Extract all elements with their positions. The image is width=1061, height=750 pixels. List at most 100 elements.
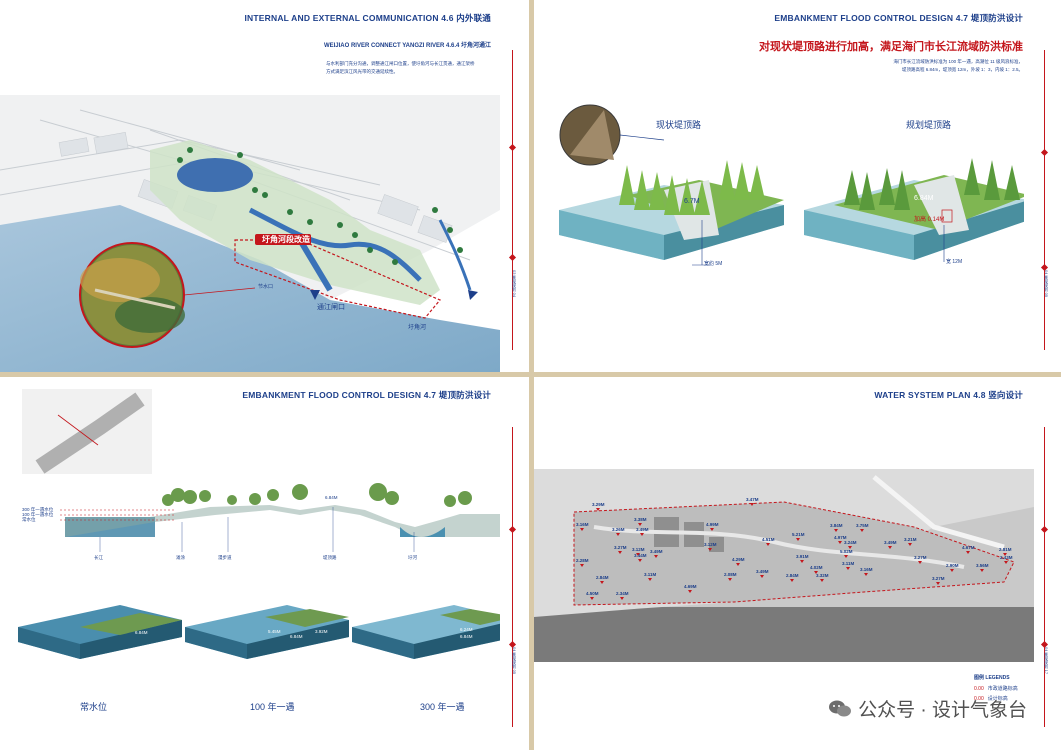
legend-item-municipal: 市政道路标高 [987, 686, 1018, 692]
elevation-label: 4.02M [810, 565, 823, 574]
elevation-label: 3.49M [650, 549, 663, 558]
elevation-label: 3.11M [644, 572, 657, 581]
elevation-label: 3.84M [830, 523, 843, 532]
elevation-label: 2.43M [1000, 555, 1013, 564]
aerial-map [0, 95, 500, 372]
elevation-label: 3.16M [860, 567, 873, 576]
rail-marker [1040, 525, 1049, 534]
scenario-normal-level: 常水位 [80, 702, 108, 712]
flood-section-drawings [18, 389, 500, 659]
elevation-label: 3.75M [856, 523, 869, 532]
dim-existing-width: 宽约 5M [704, 261, 723, 267]
watermark: 公众号 · 设计气象台 [828, 695, 1027, 722]
elevation-label: 3.44M [634, 553, 647, 562]
dim-existing-height: 6.7M [684, 198, 700, 205]
legend-value-design: 0.00 [974, 695, 984, 702]
rail-code: 04 景观规划 05 [512, 647, 517, 675]
legend-item-design: 设计标高 [987, 696, 1008, 702]
page-flood-section: EMBANKMENT FLOOD CONTROL DESIGN 4.7 堤顶防洪… [0, 377, 529, 750]
legend-300-year: 300 年一遇水位 [22, 507, 54, 512]
map-label-water-outlet: 节水口 [258, 284, 274, 290]
page-header: INTERNAL AND EXTERNAL COMMUNICATION 4.6 … [244, 13, 491, 23]
elevation-label: 4.97M [834, 535, 847, 544]
description-line-2: 方式满足滨江风光带的交通延续性。 [326, 69, 398, 74]
map-label-river-gate: 通江闸口 [317, 304, 345, 311]
scenario-100-year: 100 年一遇 [250, 702, 295, 712]
elevation-label: 3.11M [842, 561, 855, 570]
elevation-label: 3.12M [704, 542, 717, 551]
side-rail: 04 景观规划 05 [508, 427, 517, 727]
elevation-label: 3.16M [576, 522, 589, 531]
rail-code: 03 景观规划 04 [512, 270, 517, 298]
label-existing-road: 现状堤顶路 [656, 120, 702, 130]
section-label-promenade: 漫步道 [218, 555, 232, 560]
elevation-label: 3.49M [636, 527, 649, 536]
description-line-1: 海门市长江流域防洪标准为 100 年一遇，高潮位 11 级风浪标准， [893, 59, 1023, 64]
page-header: EMBANKMENT FLOOD CONTROL DESIGN 4.7 堤顶防洪… [242, 390, 491, 400]
elevation-label: 3.91M [796, 554, 809, 563]
elevation-label: 4.67M [962, 545, 975, 554]
elevation-label: 3.38M [634, 517, 647, 526]
legend-value-municipal: 0.00 [974, 685, 984, 692]
elevation-label: 4.99M [706, 522, 719, 531]
section-label-dike-road: 堤顶路 [323, 555, 337, 560]
elevation-label: 3.49M [756, 569, 769, 578]
map-label-weijiao-river: 圩角河 [408, 325, 427, 331]
legend-row-municipal: 0.00 市政道路标高 [974, 685, 1018, 693]
elevation-label: 4.69M [684, 584, 697, 593]
elevation-label: 3.47M [746, 497, 759, 506]
section-label-weihe: 圩河 [408, 555, 417, 560]
elevation-label: 2.84M [596, 575, 609, 584]
page-header: WATER SYSTEM PLAN 4.8 竖向设计 [874, 390, 1023, 400]
description-line-1: 与水利部门充分沟通，调整通江闸口位置，使圩角河与长江贯通，通江架桥 [326, 61, 475, 66]
block-3-value-1: 6.24M [460, 627, 473, 632]
elevation-label: 3.26M [612, 527, 625, 536]
elevation-label: 3.32M [816, 573, 829, 582]
elevation-label: 3.27M [614, 545, 627, 554]
side-rail: 03 景观规划 04 [508, 50, 517, 350]
embankment-diagrams [559, 104, 1024, 266]
section-subheader: WEIJIAO RIVER CONNECT YANGZI RIVER 4.6.4… [323, 43, 491, 49]
vertical-design-map [534, 469, 1034, 662]
dim-planned-height: 6.84M [914, 195, 934, 202]
elevation-label: 4.50M [586, 591, 599, 600]
elevation-label: 3.24M [844, 540, 857, 549]
elevation-label: 5.21M [792, 532, 805, 541]
side-rail: 04 景观规划 17 [1040, 427, 1049, 727]
dim-planned-width: 宽 12M [946, 259, 963, 265]
section-label-tidal-flat: 滩涂 [176, 555, 185, 560]
elevation-label: 3.29M [592, 502, 605, 511]
legend-title: 图例 LEGENDS [974, 675, 1010, 681]
page-internal-external-communication: INTERNAL AND EXTERNAL COMMUNICATION 4.6 … [0, 0, 529, 372]
page-water-system-plan: WATER SYSTEM PLAN 4.8 竖向设计 3.29M 3.47M 3.1… [534, 377, 1061, 750]
elevation-label: 3.21M [904, 537, 917, 546]
description-line-2: 堤顶路高程 6.84m，堤顶宽 12m，外坡 1：3，内坡 1：2.5。 [901, 67, 1023, 72]
rail-marker [508, 253, 517, 262]
rail-code: 04 景观规划 05 [1044, 270, 1049, 298]
block-1-value: 6.84M [135, 630, 148, 635]
elevation-label: 5.02M [840, 549, 853, 558]
legend: 图例 LEGENDS 0.00 市政道路标高 0.00 设计标高 [974, 674, 1018, 702]
watermark-text: 公众号 · 设计气象台 [858, 700, 1027, 721]
label-planned-road: 规划堤顶路 [906, 120, 952, 130]
elevation-label: 2.08M [724, 572, 737, 581]
elevation-label: 2.90M [946, 563, 959, 572]
side-rail: 04 景观规划 05 [1040, 50, 1049, 350]
rail-marker [1040, 148, 1049, 157]
block-2-value-3: 3.92M [315, 629, 328, 634]
dim-planned-raise: 加高 0.14M [914, 217, 945, 223]
rail-marker [508, 143, 517, 152]
wechat-icon [828, 699, 852, 719]
red-title: 对现状堤顶路进行加高，满足海门市长江流域防洪标准 [759, 41, 1023, 53]
elevation-label: 3.12M [632, 547, 645, 556]
rail-marker [508, 525, 517, 534]
elevation-label: 2.34M [616, 591, 629, 600]
block-2-value-2: 6.84M [290, 634, 303, 639]
elevation-label: 3.27M [932, 576, 945, 585]
elevation-label: 2.81M [999, 547, 1012, 556]
map-label-weijiao-section: 圩角河段改造 [262, 235, 310, 244]
elevation-label: 4.29M [732, 557, 745, 566]
legend-row-design: 0.00 设计标高 [974, 695, 1018, 703]
elevation-label: 2.28M [576, 558, 589, 567]
section-height-label: 6.84M [325, 495, 338, 500]
